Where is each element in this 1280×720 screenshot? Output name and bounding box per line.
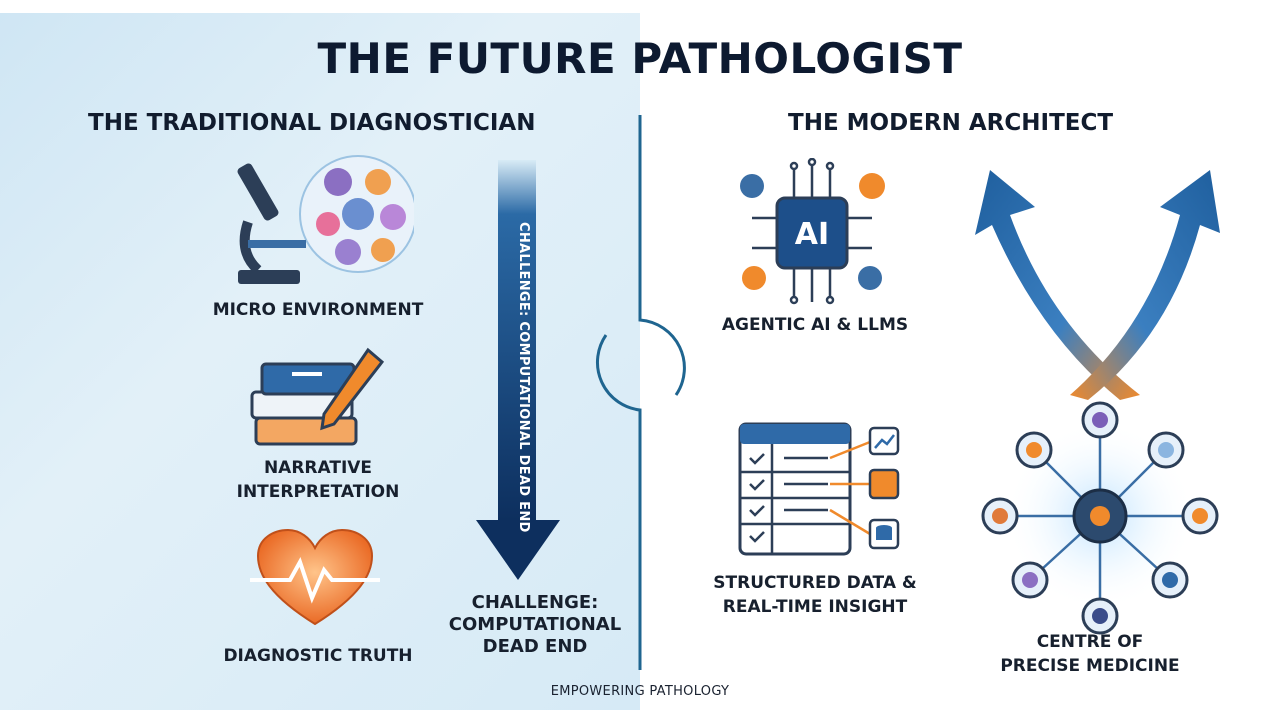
agentic-ai-label: AGENTIC AI & LLMS	[721, 315, 909, 335]
label-line: INTERPRETATION	[236, 482, 400, 502]
structured-table-icon	[738, 422, 900, 556]
footer-text: EMPOWERING PATHOLOGY	[550, 684, 730, 699]
label-line: CHALLENGE:	[471, 592, 599, 613]
crossing-arrows-icon	[975, 170, 1220, 400]
label-line: STRUCTURED DATA &	[713, 573, 917, 593]
label-line: PRECISE MEDICINE	[1000, 656, 1180, 676]
label-line: CENTRE OF	[1036, 632, 1144, 652]
arrow-text: CHALLENGE: COMPUTATIONAL DEAD END	[516, 222, 531, 533]
down-arrow-icon	[476, 160, 560, 580]
challenge-label: CHALLENGE: COMPUTATIONAL DEAD END	[420, 592, 650, 658]
books-pencil-icon	[250, 347, 385, 446]
label-line: NARRATIVE	[263, 458, 373, 478]
page-title: THE FUTURE PATHOLOGIST	[317, 34, 963, 83]
chip-text: AI	[795, 217, 829, 252]
label-line: DEAD END	[482, 636, 588, 657]
ai-chip-icon: AI	[740, 158, 885, 305]
micro-environment-label: MICRO ENVIRONMENT	[212, 300, 424, 320]
structured-data-label: STRUCTURED DATA & REAL-TIME INSIGHT	[690, 571, 940, 619]
diagnostic-truth-label: DIAGNOSTIC TRUTH	[223, 646, 413, 666]
cell-network-icon	[981, 401, 1219, 635]
label-line: COMPUTATIONAL	[448, 614, 622, 635]
right-heading: THE MODERN ARCHITECT	[788, 110, 1114, 136]
divider-line	[595, 115, 686, 670]
precise-medicine-label: CENTRE OF PRECISE MEDICINE	[965, 630, 1215, 678]
microscope-cells-icon	[237, 155, 414, 284]
narrative-interpretation-label: NARRATIVE INTERPRETATION	[188, 456, 448, 504]
label-line: REAL-TIME INSIGHT	[722, 597, 908, 617]
heart-pulse-icon	[250, 528, 380, 626]
left-heading: THE TRADITIONAL DIAGNOSTICIAN	[88, 110, 536, 136]
